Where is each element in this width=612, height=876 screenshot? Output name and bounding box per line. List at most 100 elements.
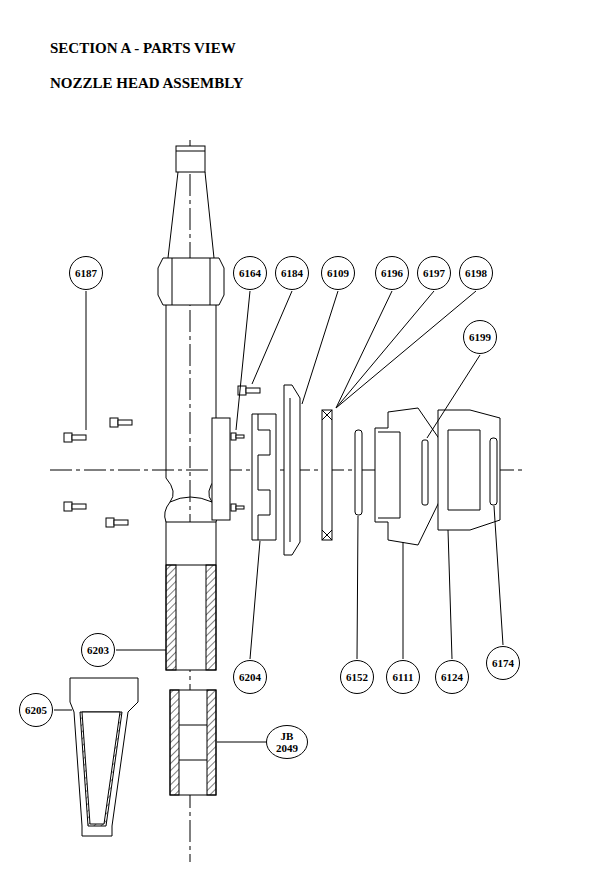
drawing-stroke: [170, 690, 216, 795]
callout-number: 6197: [423, 267, 445, 279]
drawing-stroke: [212, 418, 230, 520]
callout-number: 6196: [381, 267, 403, 279]
callout-number: 6184: [281, 267, 303, 279]
callout-bubble: 6184: [275, 256, 309, 290]
drawing-stroke: [448, 430, 480, 510]
callout-number: 6203: [87, 644, 109, 656]
callout-bubble: 6199: [463, 320, 497, 354]
drawing-stroke: [168, 172, 214, 258]
callout-number: JB 2049: [272, 730, 302, 754]
centerlines: [50, 140, 522, 862]
callout-number: 6124: [441, 671, 463, 683]
callout-circle: [464, 321, 497, 354]
drawing-stroke: [176, 151, 205, 152]
seal-parts: [212, 385, 500, 555]
callout-number: 6199: [469, 331, 491, 343]
callout-bubble: 6197: [417, 256, 451, 290]
drawing-stroke: [246, 388, 260, 393]
callout-number: 6205: [25, 704, 47, 716]
drawing-stroke: [403, 542, 404, 659]
drawing-stroke: [86, 291, 87, 430]
drawing-stroke: [176, 146, 205, 172]
drawing-stroke: [236, 291, 250, 430]
drawing-stroke: [80, 712, 122, 826]
drawing-stroke: [336, 291, 434, 408]
drawing-stroke: [170, 497, 212, 502]
callout-number: 6152: [346, 671, 368, 683]
callout-circle: [234, 257, 267, 290]
drawing-stroke: [217, 742, 268, 743]
drawing-stroke: [172, 258, 173, 305]
callout-circle: [70, 257, 103, 290]
drawing-stroke: [252, 291, 292, 384]
callout-circle: [20, 694, 53, 727]
drawing-stroke: [110, 418, 118, 427]
drawing-stroke: [236, 435, 244, 438]
drawing-stroke: [231, 504, 236, 511]
drawing-stroke: [166, 565, 176, 670]
drawing-stroke: [258, 414, 270, 540]
callout-bubble: 6111: [386, 660, 420, 694]
drawing-stroke: [158, 258, 224, 305]
drawing-stroke: [166, 305, 216, 478]
callout-bubble: 6205: [19, 693, 53, 727]
callout-number: 6164: [239, 267, 261, 279]
drawing-stroke: [236, 506, 244, 509]
callout-circle: [322, 257, 355, 290]
drawing-stroke: [207, 690, 216, 795]
callout-bubble: 6124: [435, 660, 469, 694]
drawing-stroke: [302, 291, 338, 404]
callout-bubble: 6204: [233, 660, 267, 694]
callout-bubble: 6152: [340, 660, 374, 694]
drawing-stroke: [72, 435, 86, 440]
callout-bubble: 6164: [233, 256, 267, 290]
callout-circle: [82, 634, 115, 667]
callout-circle: [436, 661, 469, 694]
drawing-stroke: [322, 410, 332, 540]
drawing-stroke: [378, 432, 400, 518]
drawing-stroke: [82, 712, 120, 824]
drawing-stroke: [179, 760, 207, 761]
callout-circle: [234, 661, 267, 694]
screws: [64, 386, 260, 527]
callout-circle: [341, 661, 374, 694]
callout-circle: [460, 257, 493, 290]
drawing-stroke: [448, 530, 452, 659]
callout-bubble: 6187: [69, 256, 103, 290]
insert-jb2049: [170, 690, 216, 795]
drawing-stroke: [106, 518, 114, 527]
drawing-stroke: [355, 430, 362, 515]
callout-bubble: 6174: [486, 646, 520, 680]
drawing-stroke: [336, 291, 476, 408]
drawing-stroke: [54, 710, 72, 711]
drawing-stroke: [70, 678, 138, 836]
drawing-stroke: [170, 690, 179, 795]
drawing-stroke: [250, 541, 260, 659]
drawing-stroke: [64, 502, 72, 511]
callout-number: 6204: [239, 671, 261, 683]
drawing-stroke: [375, 408, 440, 545]
callout-circle: [487, 647, 520, 680]
callout-number: 6198: [465, 267, 487, 279]
callout-bubble: 6109: [321, 256, 355, 290]
callout-number: 6174: [492, 657, 514, 669]
drawing-stroke: [427, 355, 480, 438]
drawing-stroke: [206, 565, 216, 670]
callout-number: 6187: [75, 267, 97, 279]
drawing-stroke: [116, 650, 166, 651]
drawing-stroke: [231, 433, 236, 440]
drawing-stroke: [166, 522, 216, 670]
nozzle-body: [158, 146, 224, 670]
drawing-stroke: [118, 420, 132, 425]
drawing-stroke: [252, 414, 276, 540]
callout-number: 6109: [327, 267, 349, 279]
drawing-stroke: [357, 516, 358, 659]
drawing-stroke: [284, 385, 300, 555]
drawing-stroke: [422, 440, 428, 505]
callout-bubble: 6196: [375, 256, 409, 290]
callout-circle: [267, 726, 308, 759]
funnel-6205: [70, 678, 138, 836]
drawing-stroke: [64, 433, 72, 442]
drawing-stroke: [438, 410, 500, 530]
drawing-stroke: [494, 506, 503, 645]
